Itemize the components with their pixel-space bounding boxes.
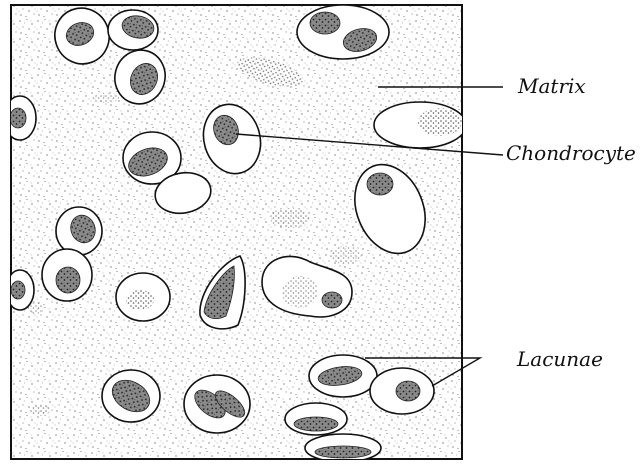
lacuna-with-chondrocyte	[309, 355, 377, 397]
lacuna-with-chondrocyte	[56, 207, 102, 255]
lacuna-with-chondrocyte	[116, 273, 170, 321]
lacuna-with-chondrocyte	[4, 96, 36, 140]
chondrocyte-label: Chondrocyte	[506, 141, 636, 165]
lacuna-with-chondrocyte	[102, 370, 160, 422]
lacuna-with-chondrocyte	[297, 5, 389, 59]
lacunae-label: Lacunae	[516, 347, 603, 371]
matrix-smudge	[270, 208, 310, 228]
lacuna-with-chondrocyte	[285, 403, 347, 435]
lacuna-with-chondrocyte	[305, 434, 381, 462]
matrix-smudge	[30, 404, 50, 416]
lacuna-with-chondrocyte	[42, 249, 92, 301]
matrix-smudge	[91, 93, 119, 103]
lacuna-with-chondrocytes	[184, 375, 250, 433]
matrix-smudge	[329, 246, 361, 264]
lacuna-with-chondrocyte	[374, 102, 466, 148]
lacuna-with-chondrocyte	[108, 10, 158, 50]
lacuna-with-chondrocyte	[370, 368, 434, 414]
matrix-label: Matrix	[517, 74, 586, 98]
